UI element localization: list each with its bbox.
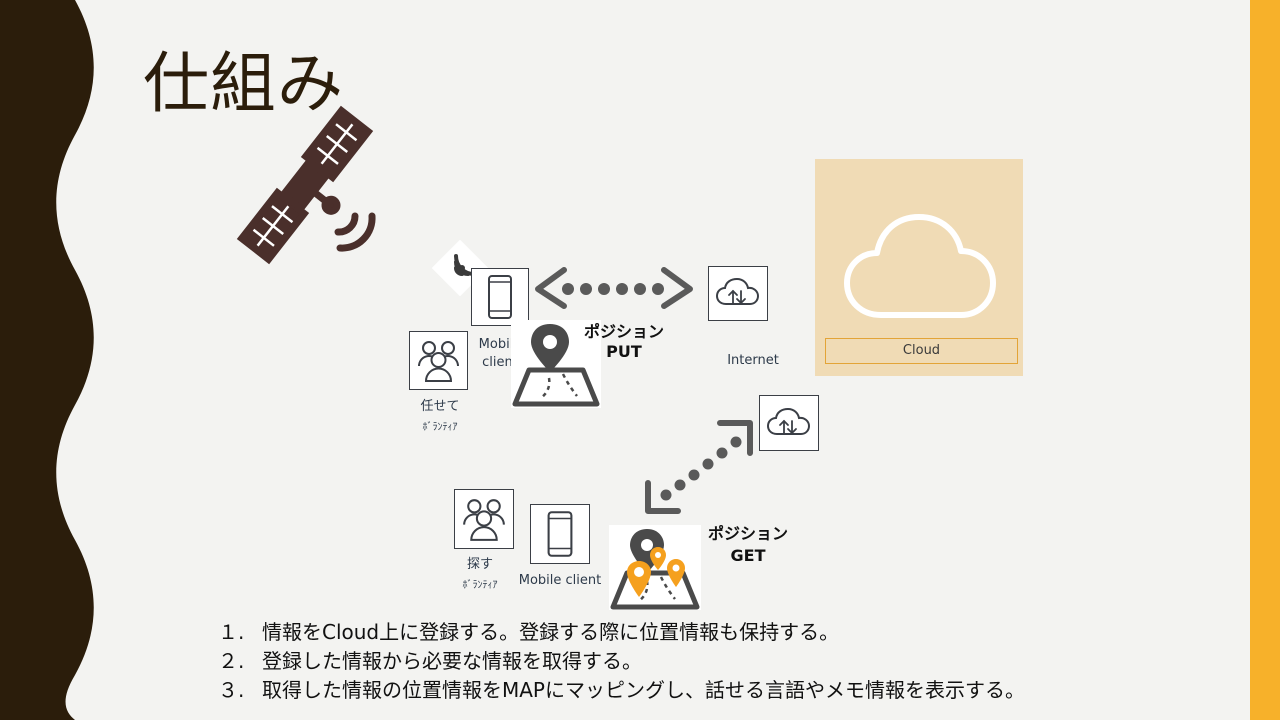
map-pins-get-icon	[609, 525, 701, 610]
step-text: 取得した情報の位置情報をMAPにマッピングし、話せる言語やメモ情報を表示する。	[262, 678, 1025, 702]
cloud-label: Cloud	[825, 338, 1018, 364]
mobile-client-top-box	[471, 268, 529, 326]
people-group-icon	[463, 499, 505, 541]
cloud-sync-icon	[715, 277, 760, 305]
position-put-label-line2: PUT	[606, 342, 642, 361]
internet-bottom-box	[759, 395, 819, 451]
mobile-phone-icon	[488, 275, 512, 319]
internet-label: Internet	[727, 353, 779, 368]
position-put-label-line1: ポジション	[584, 322, 665, 341]
steps-list: １. 情報をCloud上に登録する。登録する際に位置情報も保持する。 ２. 登録した…	[218, 618, 1198, 705]
volunteer-bottom-label: 探す	[466, 557, 493, 572]
people-group-icon	[418, 341, 459, 382]
cloud-sync-icon	[766, 407, 811, 435]
bidirectional-arrow-get	[645, 420, 753, 514]
position-get-label-line2: GET	[730, 546, 766, 565]
mobile-client-bottom-label: Mobile client	[518, 573, 602, 588]
step-text: 情報をCloud上に登録する。登録する際に位置情報も保持する。	[262, 620, 840, 644]
volunteer-top-label-sub: ﾎﾞﾗﾝﾃｨｱ	[422, 422, 458, 433]
step-number: ２.	[218, 649, 245, 673]
step-number: １.	[218, 620, 245, 644]
satellite-icon	[236, 105, 376, 265]
cloud-panel	[815, 159, 1023, 376]
volunteer-top-box	[409, 331, 468, 390]
page-title: 仕組み	[143, 45, 344, 122]
position-get-label-line1: ポジション	[707, 524, 788, 543]
mobile-client-bottom-box	[530, 504, 590, 564]
step-text: 登録した情報から必要な情報を取得する。	[262, 649, 642, 673]
mobile-phone-icon	[547, 511, 573, 557]
step-item: ２. 登録した情報から必要な情報を取得する。	[218, 647, 1198, 676]
volunteer-bottom-box	[454, 489, 514, 549]
bidirectional-arrow-put	[535, 267, 693, 309]
volunteer-top-label: 任せて	[420, 399, 460, 414]
left-wave-decoration	[0, 0, 94, 720]
step-item: １. 情報をCloud上に登録する。登録する際に位置情報も保持する。	[218, 618, 1198, 647]
right-accent-bar	[1250, 0, 1280, 720]
step-item: ３. 取得した情報の位置情報をMAPにマッピングし、話せる言語やメモ情報を表示する…	[218, 676, 1198, 705]
map-pin-put-icon	[511, 320, 601, 408]
volunteer-bottom-label-sub: ﾎﾞﾗﾝﾃｨｱ	[462, 580, 498, 591]
mobile-client-top-label: Mobile client	[478, 337, 522, 370]
internet-top-box	[708, 266, 768, 321]
cloud-icon	[844, 214, 996, 318]
step-number: ３.	[218, 678, 245, 702]
